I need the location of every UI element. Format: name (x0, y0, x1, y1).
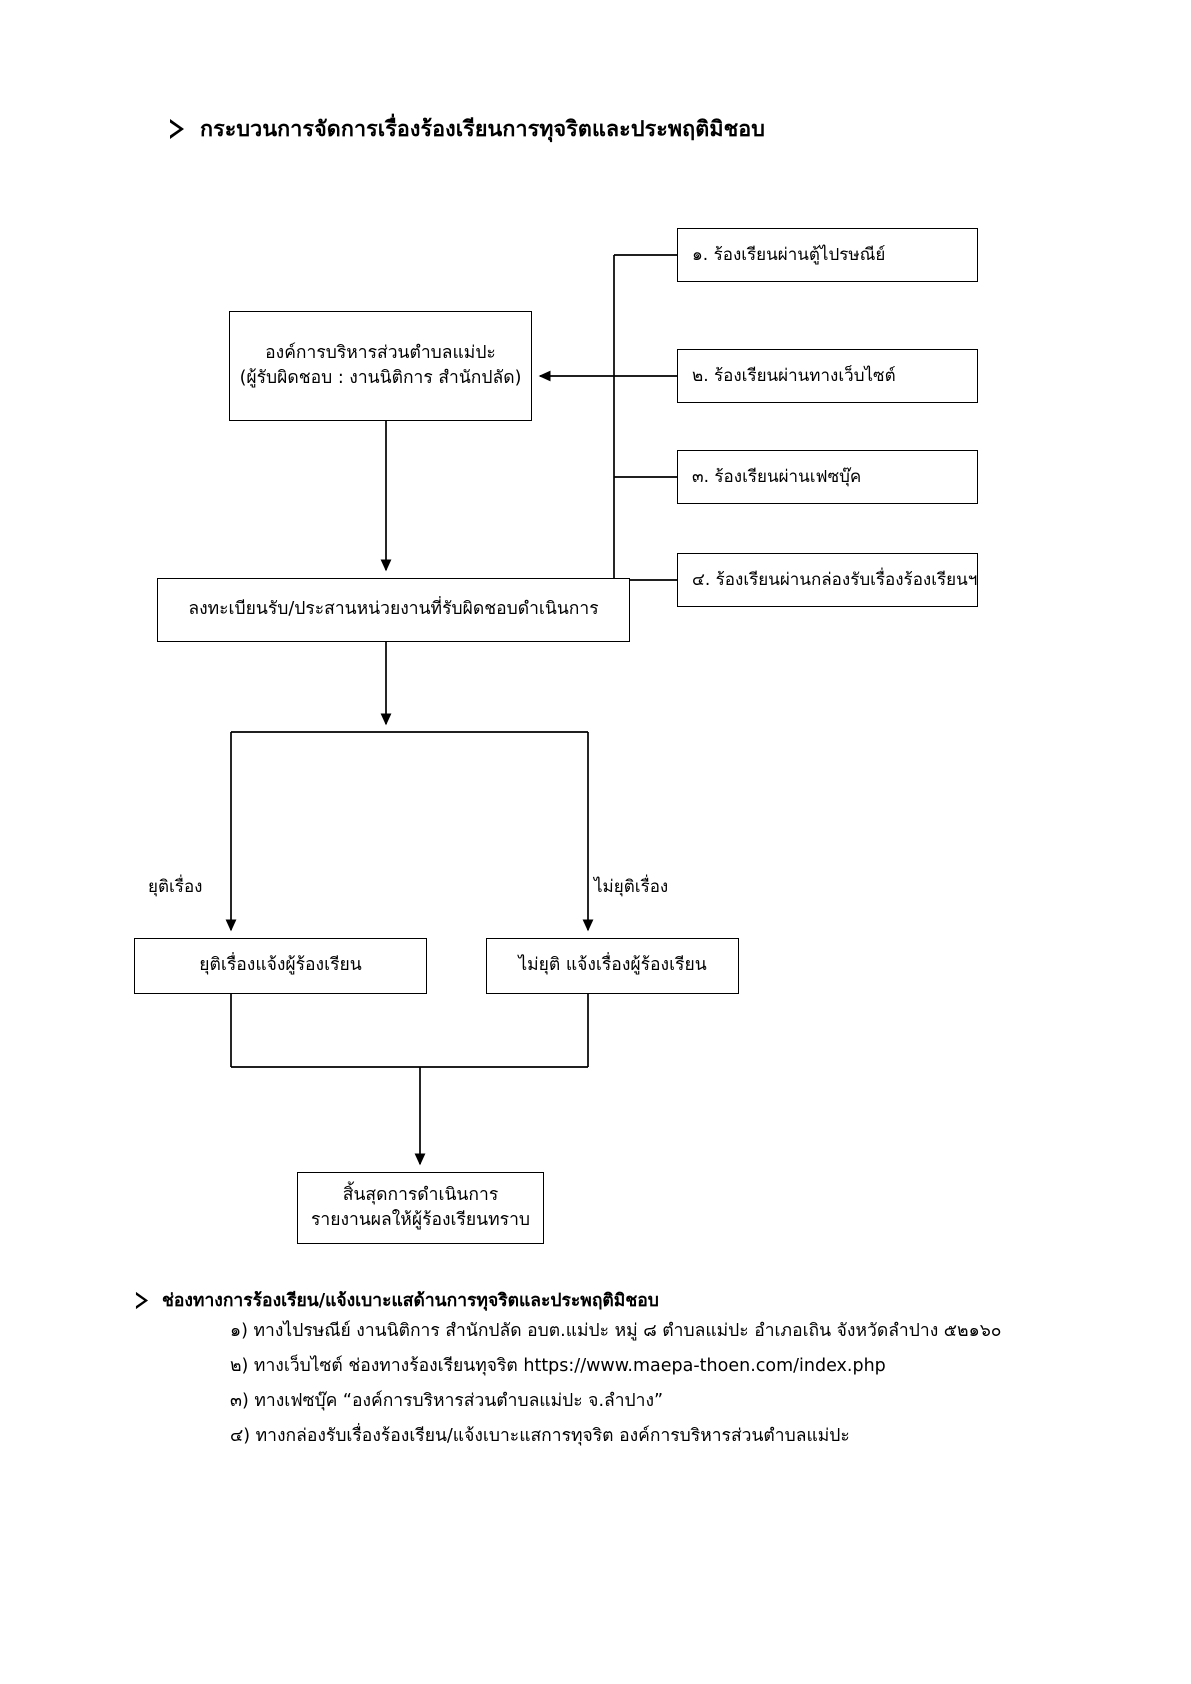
flow-node-organization-line2: (ผู้รับผิดชอบ : งานนิติการ สำนักปลัด) (239, 368, 522, 388)
footer-list-item: ๔) ทางกล่องรับเรื่องร้องเรียน/แจ้งเบาะแส… (230, 1426, 850, 1446)
flow-node-channel-2-text: ๒. ร้องเรียนผ่านทางเว็บไซต์ (692, 365, 896, 386)
flow-node-channel-4-text: ๔. ร้องเรียนผ่านกล่องรับเรื่องร้องเรียนฯ (692, 569, 978, 590)
arrow-bullet-icon (170, 119, 184, 139)
footer-list-item: ๓) ทางเฟซบุ๊ค “องค์การบริหารส่วนตำบลแม่ป… (230, 1391, 664, 1411)
footer-channel-list: ๑) ทางไปรษณีย์ งานนิติการ สำนักปลัด อบต.… (134, 1314, 1094, 1454)
flow-node-register-line1: ลงทะเบียนรับ/ประสานหน่วยงานที่รับผิดชอบด… (188, 599, 599, 620)
flow-node-channel-1: ๑. ร้องเรียนผ่านตู้ไปรษณีย์ (677, 228, 978, 282)
flow-node-channel-1-text: ๑. ร้องเรียนผ่านตู้ไปรษณีย์ (692, 244, 886, 265)
flow-node-register: ลงทะเบียนรับ/ประสานหน่วยงานที่รับผิดชอบด… (157, 578, 630, 642)
footer-list-item: ๑) ทางไปรษณีย์ งานนิติการ สำนักปลัด อบต.… (230, 1321, 1002, 1341)
flow-node-channel-3: ๓. ร้องเรียนผ่านเฟซบุ๊ค (677, 450, 978, 504)
flow-node-close-case: ยุติเรื่องแจ้งผู้ร้องเรียน (134, 938, 427, 994)
page-title: กระบวนการจัดการเรื่องร้องเรียนการทุจริตแ… (168, 112, 765, 146)
flow-node-not-close-case-line1: ไม่ยุติ แจ้งเรื่องผู้ร้องเรียน (518, 955, 707, 976)
flow-node-not-close-case: ไม่ยุติ แจ้งเรื่องผู้ร้องเรียน (486, 938, 739, 994)
flow-node-end-line2: รายงานผลให้ผู้ร้องเรียนทราบ (310, 1210, 531, 1230)
flow-node-end-line1: สิ้นสุดการดำเนินการ (342, 1184, 499, 1205)
flow-node-channel-3-text: ๓. ร้องเรียนผ่านเฟซบุ๊ค (692, 466, 862, 487)
arrow-bullet-icon (135, 1291, 149, 1309)
footer-heading-text: ช่องทางการร้องเรียน/แจ้งเบาะแสด้านการทุจ… (162, 1291, 659, 1311)
flow-node-close-case-line1: ยุติเรื่องแจ้งผู้ร้องเรียน (199, 955, 362, 976)
footer-list-item: ๒) ทางเว็บไซต์ ช่องทางร้องเรียนทุจริต ht… (230, 1356, 886, 1376)
edge-label-not-close-case: ไม่ยุติเรื่อง (594, 877, 669, 897)
flow-node-channel-2: ๒. ร้องเรียนผ่านทางเว็บไซต์ (677, 349, 978, 403)
footer-section: ช่องทางการร้องเรียน/แจ้งเบาะแสด้านการทุจ… (134, 1286, 1094, 1454)
flow-node-end: สิ้นสุดการดำเนินการ รายงานผลให้ผู้ร้องเร… (297, 1172, 544, 1244)
flow-node-organization-line1: องค์การบริหารส่วนตำบลแม่ปะ (265, 342, 496, 363)
page-title-text: กระบวนการจัดการเรื่องร้องเรียนการทุจริตแ… (200, 117, 766, 142)
flow-node-channel-4: ๔. ร้องเรียนผ่านกล่องรับเรื่องร้องเรียนฯ (677, 553, 978, 607)
edge-label-close-case: ยุติเรื่อง (148, 877, 203, 897)
footer-heading: ช่องทางการร้องเรียน/แจ้งเบาะแสด้านการทุจ… (134, 1286, 1094, 1314)
flow-node-organization: องค์การบริหารส่วนตำบลแม่ปะ (ผู้รับผิดชอบ… (229, 311, 532, 421)
